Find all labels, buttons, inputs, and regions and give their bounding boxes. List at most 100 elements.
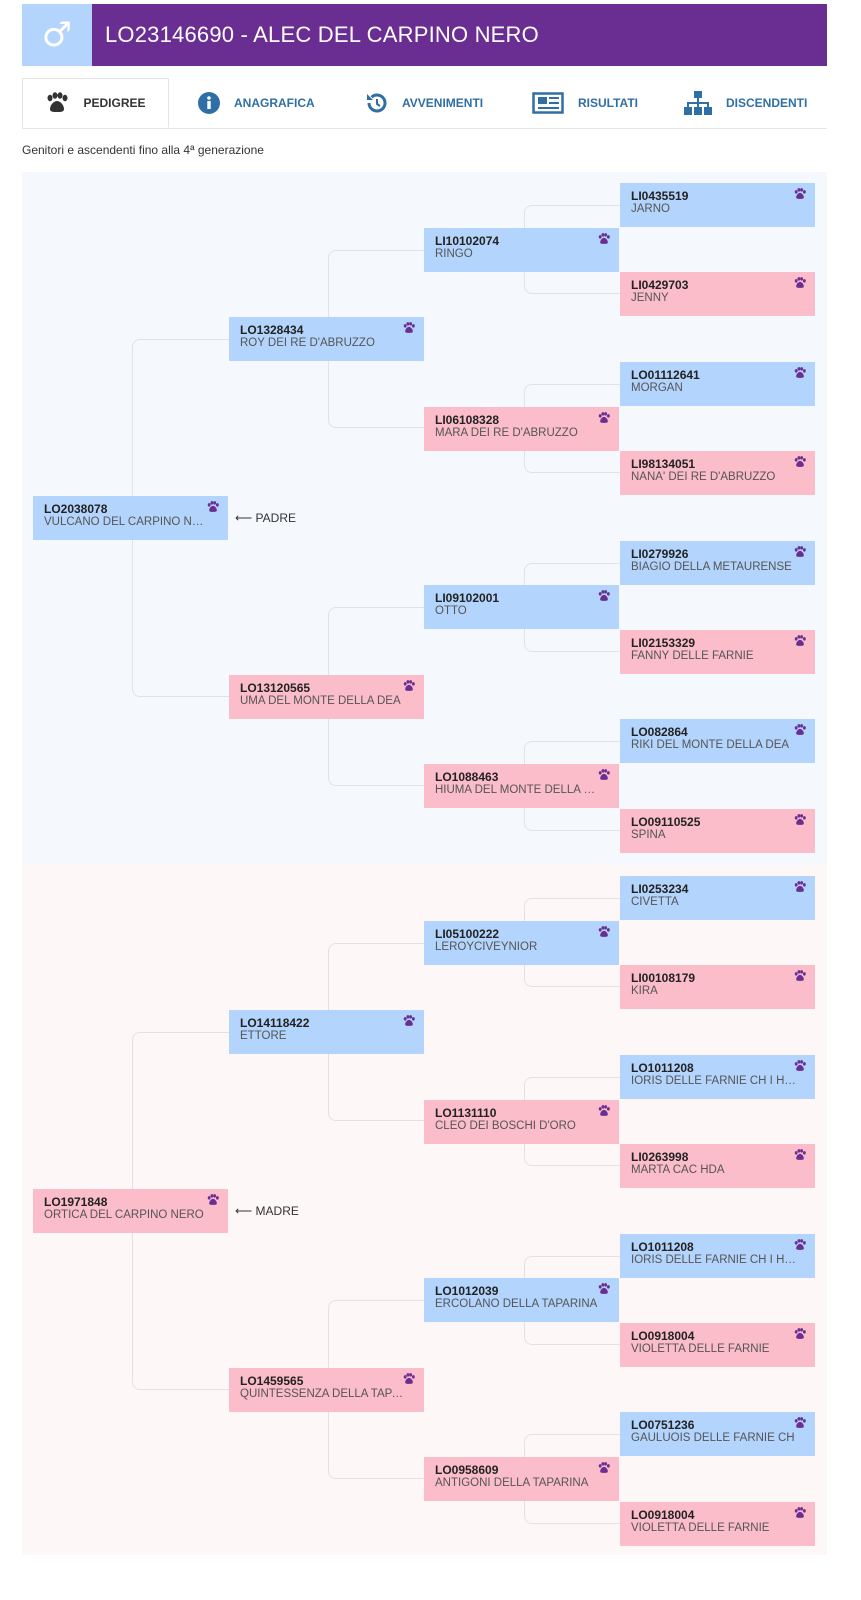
registration-code: LI05100222 [435,926,500,941]
paw-icon[interactable] [793,1238,807,1254]
paw-icon[interactable] [206,1194,220,1209]
paw-icon[interactable] [597,925,611,941]
registration-code: LI0429703 [631,278,689,293]
dog-name: VULCANO DEL CARPINO NERO [44,515,209,528]
paw-icon[interactable] [597,411,611,427]
tab-label: AVVENIMENTI [402,96,484,110]
paw-icon[interactable] [793,1149,807,1164]
history-icon [367,93,387,113]
newspaper-icon [532,92,564,114]
dog-name: CIVETTA [631,896,679,908]
paw-icon[interactable] [402,1015,416,1030]
paw-icon[interactable] [793,545,807,561]
registration-code: LO1971848 [44,1194,108,1209]
registration-code: LI0263998 [631,1150,689,1165]
tab-anagrafica[interactable]: ANAGRAFICA [198,78,315,128]
paw-icon[interactable] [793,456,807,471]
paw-icon[interactable] [597,1462,611,1477]
paw-icon[interactable] [793,724,807,739]
dog-name: JENNY [631,292,669,305]
paw-icon[interactable] [597,1104,611,1120]
paw-icon[interactable] [597,590,611,605]
paw-icon[interactable] [793,881,807,896]
paw-icon[interactable] [793,188,807,203]
paw-icon[interactable] [402,322,416,337]
dog-name: ETTORE [240,1030,287,1043]
registration-code: LI0253234 [631,882,689,896]
paw-icon [47,92,68,112]
paw-icon[interactable] [793,970,807,985]
paw-icon[interactable] [793,1328,807,1343]
registration-code: LO082864 [631,725,688,740]
paw-icon[interactable] [597,232,611,248]
paw-icon[interactable] [402,679,416,695]
registration-code: LI98134051 [631,457,696,472]
tab-risultati[interactable]: RISULTATI [532,78,638,128]
dog-name: ANTIGONI DELLA TAPARINA [435,1477,589,1490]
dog-name: SPINA [631,828,666,841]
dog-name: ERCOLANO DELLA TAPARINA [435,1298,598,1311]
paw-icon[interactable] [402,1372,416,1388]
paw-icon[interactable] [793,1417,807,1432]
paw-icon[interactable] [793,1506,807,1522]
dog-name: MORGAN [631,381,683,394]
paw-icon[interactable] [597,1283,611,1298]
paw-icon[interactable] [793,1059,807,1075]
tab-pedigree[interactable]: PEDIGREE [22,78,169,128]
registration-code: LO0958609 [435,1463,499,1478]
dog-name: VIOLETTA DELLE FARNIE [631,1343,770,1355]
registration-code: LO13120565 [240,680,311,695]
registration-code: LI09102001 [435,591,500,606]
paw-icon[interactable] [793,277,807,292]
dog-name: HIUMA DEL MONTE DELLA DEA [435,784,600,797]
dog-name: NANA' DEI RE D'ABRUZZO [631,471,776,484]
paw-icon[interactable] [793,366,807,382]
info-icon [198,92,220,114]
dog-name: MARTA CAC HDA [631,1164,725,1177]
tab-discendenti[interactable]: DISCENDENTI [684,78,807,128]
tab-bar: PEDIGREE ANAGRAFICA AVVENIMENTI RISULTAT… [22,78,827,129]
dog-name: FANNY DELLE FARNIE [631,650,754,662]
dog-name: LEROYCIVEYNIOR [435,940,538,953]
dog-header: ♂ LO23146690 - ALEC DEL CARPINO NERO [22,4,827,66]
paw-icon[interactable] [206,501,220,516]
paw-icon[interactable] [793,813,807,829]
tab-avvenimenti[interactable]: AVVENIMENTI [364,78,483,128]
paw-icon[interactable] [793,635,807,650]
dog-name: RINGO [435,247,473,260]
dog-name: QUINTESSENZA DELLA TAPARI... [240,1387,405,1400]
dog-name: RIKI DEL MONTE DELLA DEA [631,739,790,752]
paw-icon[interactable] [597,769,611,784]
